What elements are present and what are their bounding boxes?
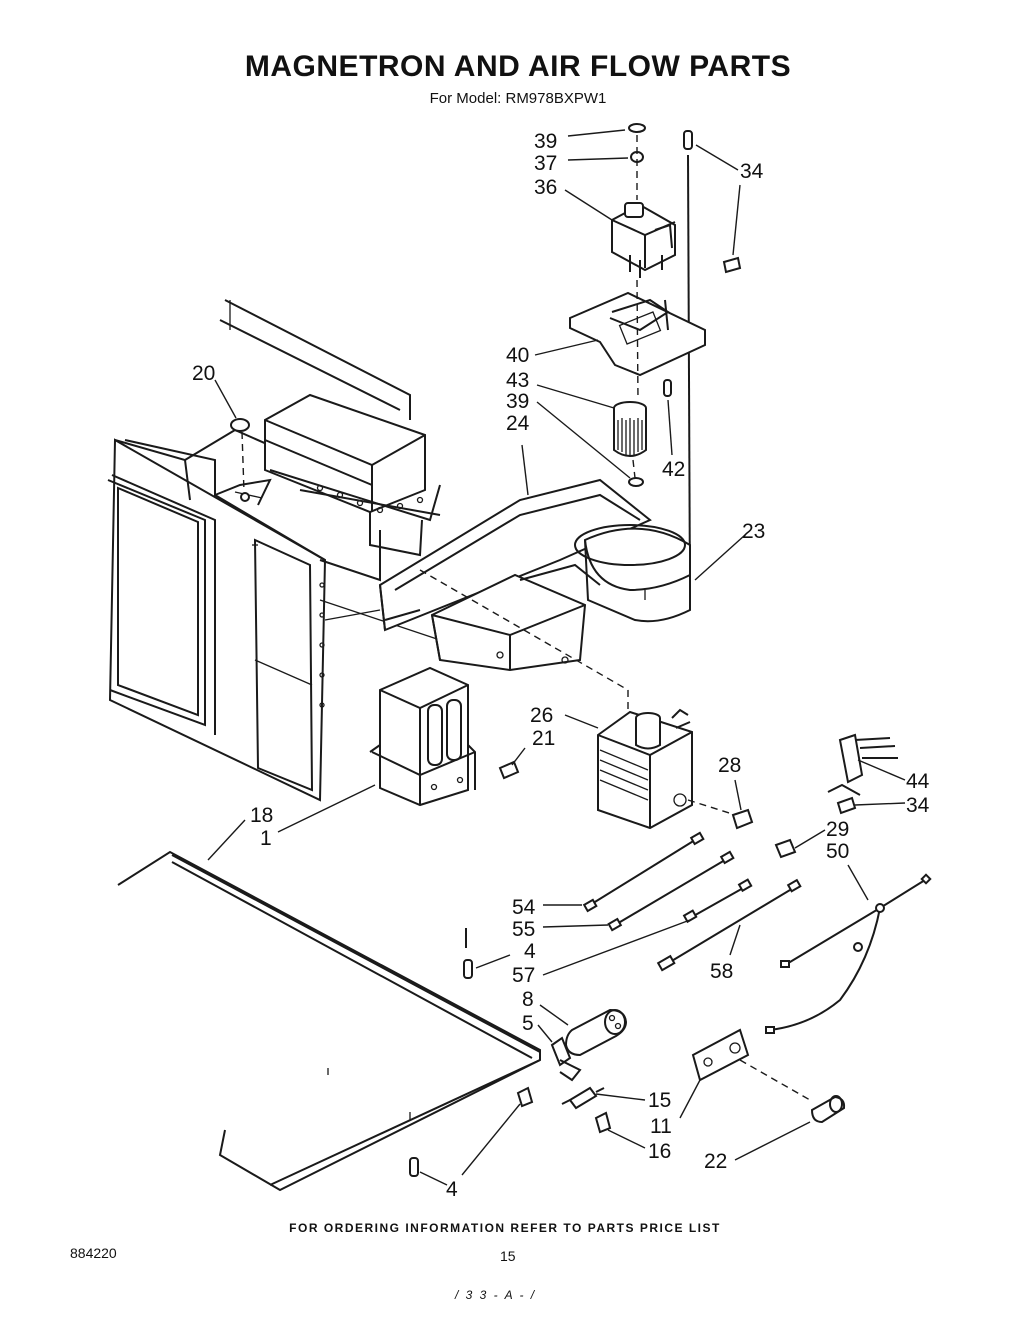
callout-4: 4 — [524, 940, 536, 963]
wire-lead — [765, 873, 932, 1034]
interlock-switch — [827, 733, 898, 815]
callout-34: 34 — [740, 160, 764, 183]
diode — [463, 928, 612, 1134]
callout-39: 39 — [534, 130, 557, 153]
callout-57: 57 — [512, 964, 535, 987]
callout-labels: 39 37 36 34 40 43 39 24 42 20 23 26 21 2… — [192, 130, 930, 1201]
page-title: MAGNETRON AND AIR FLOW PARTS — [244, 50, 792, 83]
callout-22: 22 — [704, 1150, 727, 1173]
callout-54: 54 — [512, 896, 536, 919]
part-20-bracket-screw — [230, 418, 250, 502]
leader-lines — [207, 129, 906, 1186]
callout-40: 40 — [506, 344, 529, 367]
callout-26: 26 — [530, 704, 553, 727]
model-line: For Model: RM978BXPW1 — [429, 90, 607, 107]
fuse-holder — [691, 1028, 811, 1101]
callout-21: 21 — [532, 727, 555, 750]
wire-harness — [582, 831, 802, 972]
callout-20: 20 — [192, 362, 215, 385]
fan-bracket-plate — [569, 279, 706, 401]
thermal-cutout — [731, 808, 797, 859]
callout-50: 50 — [826, 840, 849, 863]
air-duct — [378, 478, 691, 735]
handwritten-mark: / 3 3 - A - / — [455, 1288, 537, 1302]
part-21-clip — [498, 760, 520, 780]
callout-55: 55 — [512, 918, 535, 941]
page-number: 15 — [500, 1248, 516, 1264]
document-number: 884220 — [70, 1245, 117, 1261]
callout-28: 28 — [718, 754, 741, 777]
fan-blade — [613, 379, 672, 487]
callout-5: 5 — [522, 1012, 534, 1035]
callout-23: 23 — [742, 520, 765, 543]
callout-39: 39 — [506, 390, 529, 413]
callout-15: 15 — [648, 1089, 671, 1112]
callout-58: 58 — [710, 960, 733, 983]
callout-1: 1 — [260, 827, 272, 850]
callout-8: 8 — [522, 988, 534, 1011]
magnetron — [597, 708, 746, 830]
callout-11: 11 — [650, 1115, 672, 1138]
callout-43: 43 — [506, 369, 529, 392]
callout-29: 29 — [826, 818, 849, 841]
callout-16: 16 — [648, 1140, 671, 1163]
ordering-note: FOR ORDERING INFORMATION REFER TO PARTS … — [289, 1221, 721, 1235]
capacitor — [550, 1008, 628, 1082]
callout-18: 18 — [250, 804, 273, 827]
base-plate — [117, 850, 541, 1192]
control-housing — [264, 393, 441, 557]
fan-motor — [611, 123, 742, 601]
callout-37: 37 — [534, 152, 557, 175]
callout-42: 42 — [662, 458, 685, 481]
callout-34: 34 — [906, 794, 930, 817]
callout-36: 36 — [534, 176, 557, 199]
callout-4: 4 — [446, 1178, 458, 1201]
transformer — [369, 666, 476, 807]
callout-44: 44 — [906, 770, 930, 793]
callout-24: 24 — [506, 412, 530, 435]
fuse — [810, 1095, 846, 1124]
